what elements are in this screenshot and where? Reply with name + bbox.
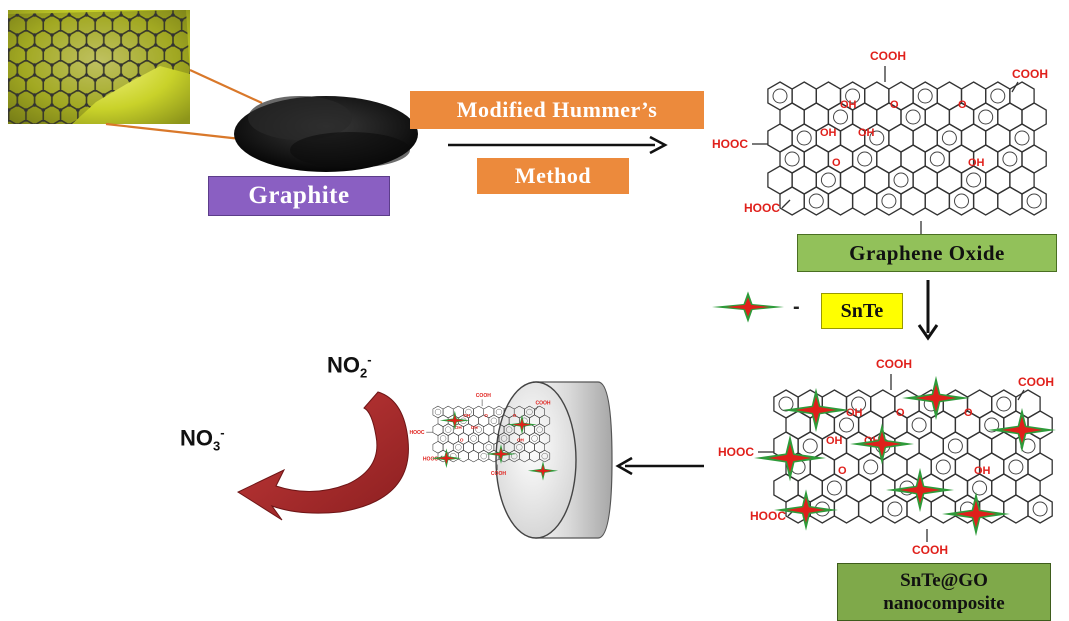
functional-group-label: OH bbox=[858, 127, 875, 139]
nitrite-label: NO2- bbox=[327, 352, 372, 381]
functional-group-label: COOH bbox=[476, 393, 491, 399]
functional-group-label: OH bbox=[840, 99, 857, 111]
functional-group-label: HOOC bbox=[744, 201, 780, 215]
electrode-cylinder-icon bbox=[495, 381, 613, 539]
functional-group-label: COOH bbox=[876, 357, 912, 371]
functional-group-label: OH bbox=[455, 425, 463, 430]
electrode-composite-structure: COOH COOH HOOC HOOC COOH OH O O OH OH O OH bbox=[409, 393, 559, 481]
snte-star-icon bbox=[712, 291, 784, 323]
functional-group-label: COOH bbox=[1018, 375, 1054, 389]
composite-label-line1: SnTe@GO bbox=[900, 570, 988, 591]
ring-cell bbox=[857, 494, 884, 524]
method-label-line2: Method bbox=[477, 158, 629, 194]
functional-group-label: O bbox=[838, 465, 847, 477]
ring-cell bbox=[997, 186, 1023, 216]
functional-group-label: OH bbox=[471, 425, 479, 430]
functional-group-label: O bbox=[958, 99, 967, 111]
connector-lines bbox=[105, 69, 263, 142]
functional-group-label: HOOC bbox=[423, 457, 438, 463]
ring-cell bbox=[930, 494, 957, 524]
ring-cell bbox=[978, 494, 1005, 524]
ring-cell bbox=[468, 449, 479, 463]
functional-group-label: COOH bbox=[535, 400, 550, 406]
functional-group-label: OH bbox=[826, 435, 843, 447]
functional-group-label: COOH bbox=[491, 471, 506, 477]
functional-group-label: OH bbox=[820, 127, 837, 139]
ring-cell bbox=[1027, 494, 1053, 524]
snte-label: SnTe bbox=[821, 293, 903, 329]
ring-cell bbox=[900, 186, 926, 216]
functional-group-label: O bbox=[460, 437, 464, 442]
ring-cell bbox=[876, 186, 902, 216]
nitrate-label: NO3- bbox=[180, 425, 225, 454]
functional-group-label: OH bbox=[517, 437, 525, 442]
ring-cell bbox=[924, 186, 951, 216]
functional-group-label: O bbox=[484, 413, 488, 418]
functional-group-label: COOH bbox=[1012, 67, 1048, 81]
process-arrow-left bbox=[615, 456, 704, 476]
functional-group-label: O bbox=[832, 157, 841, 169]
nitrate-subscript: 3 bbox=[213, 438, 221, 454]
nitrite-base: NO bbox=[327, 352, 360, 378]
functional-group-label: COOH bbox=[912, 543, 948, 557]
ring-cell bbox=[447, 449, 459, 463]
composite-label: SnTe@GO nanocomposite bbox=[837, 563, 1051, 621]
functional-group-label: O bbox=[896, 407, 905, 419]
ring-cell bbox=[779, 186, 805, 216]
graphite-label: Graphite bbox=[208, 176, 390, 216]
ring-cell bbox=[972, 186, 999, 216]
functional-group-label: HOOC bbox=[409, 430, 424, 436]
ring-cell bbox=[948, 186, 975, 216]
ring-cell bbox=[882, 494, 908, 524]
legend-dash: - bbox=[793, 296, 800, 318]
functional-group-label: OH bbox=[463, 413, 471, 418]
nitrite-charge: - bbox=[367, 352, 372, 367]
functional-group-label: O bbox=[513, 413, 517, 418]
ring-cell bbox=[833, 494, 860, 524]
snte-nanoparticle bbox=[902, 375, 970, 421]
composite-label-line2: nanocomposite bbox=[883, 593, 1005, 614]
graphene-oxide-label: Graphene Oxide bbox=[797, 234, 1057, 272]
nitrate-base: NO bbox=[180, 425, 213, 451]
ring-cell bbox=[851, 186, 878, 216]
ring-cell bbox=[827, 186, 854, 216]
snte-nanoparticle bbox=[774, 489, 838, 531]
nitrite-subscript: 2 bbox=[360, 365, 368, 381]
process-arrow-right bbox=[448, 135, 668, 155]
ring-cell bbox=[458, 449, 469, 463]
nitrate-charge: - bbox=[220, 425, 225, 440]
functional-group-label: OH bbox=[974, 465, 991, 477]
functional-group-label: HOOC bbox=[712, 137, 748, 151]
functional-group-label: HOOC bbox=[750, 509, 786, 523]
method-label-line1: Modified Hummer’s bbox=[410, 91, 704, 129]
ring-cell bbox=[803, 186, 830, 216]
snte-nanoparticle bbox=[886, 467, 954, 513]
functional-group-label: COOH bbox=[870, 49, 906, 63]
ring-cell bbox=[1021, 186, 1047, 216]
curved-arrow-icon bbox=[236, 391, 409, 521]
functional-group-label: O bbox=[964, 407, 973, 419]
ring-cell bbox=[1003, 494, 1029, 524]
graphene-sheet-image bbox=[8, 10, 190, 124]
functional-group-label: OH bbox=[968, 157, 985, 169]
snte-nanoparticle bbox=[431, 448, 462, 469]
ring-cell bbox=[478, 449, 490, 463]
graphite-powder-pile bbox=[234, 96, 418, 172]
process-arrow-down bbox=[917, 280, 939, 341]
functional-group-label: O bbox=[890, 99, 899, 111]
functional-group-label: OH bbox=[846, 407, 863, 419]
functional-group-label: HOOC bbox=[718, 445, 754, 459]
snte-nanoparticle bbox=[942, 491, 1010, 537]
